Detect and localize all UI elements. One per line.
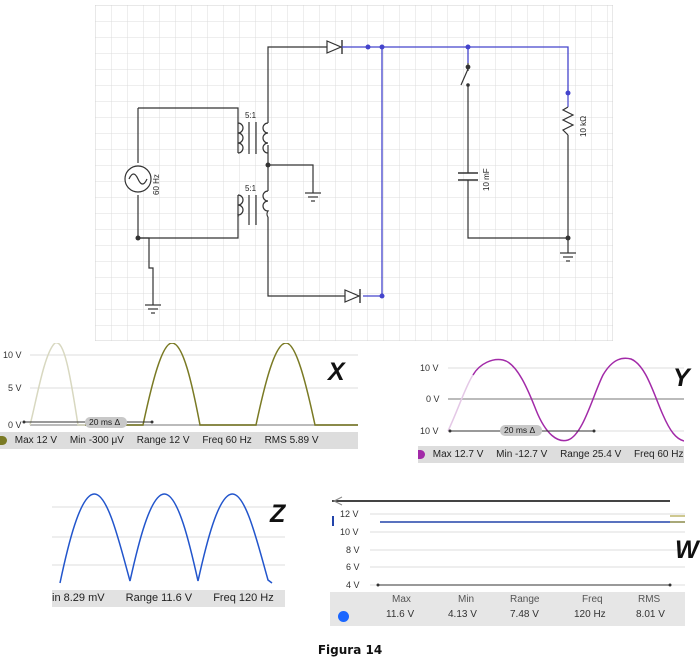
scope-w-value-0: 11.6 V <box>386 609 415 620</box>
scope-y-tick-2: 10 V <box>420 426 439 436</box>
scope-x-trace-fade <box>29 343 85 426</box>
transformer-top-ratio: 5:1 <box>245 111 257 120</box>
scope-y-dot <box>418 449 425 459</box>
scope-w-status-headers: Max Min Range Freq RMS <box>330 594 685 608</box>
scope-x-tick-2: 0 V <box>8 420 22 430</box>
diode-bottom-icon <box>341 289 361 303</box>
resistor-label: 10 kΩ <box>579 116 588 137</box>
scope-x-label: X <box>328 358 345 386</box>
scope-x-timebase: 20 ms Δ <box>89 417 121 427</box>
transformer-bottom-ratio: 5:1 <box>245 184 257 193</box>
scope-z-label: Z <box>270 500 286 528</box>
circuit-diagram: 60 Hz 5:1 5:1 10 mF 10 <box>95 5 613 341</box>
scope-w-tick-1: 10 V <box>340 527 359 537</box>
scope-w-value-4: 8.01 V <box>636 609 665 620</box>
grid-background <box>95 5 613 341</box>
resistor-icon <box>561 93 575 136</box>
transformer-top-icon <box>237 122 269 154</box>
scope-w-tick-0: 12 V <box>340 509 359 519</box>
ground-icon-center <box>305 192 321 202</box>
scope-y-timebase: 20 ms Δ <box>504 425 536 435</box>
scope-y-status-0: Max 12.7 V <box>432 449 484 460</box>
scope-w-status: Max Min Range Freq RMS 11.6 V 4.13 V 7.4… <box>330 592 685 626</box>
scope-y-trace <box>472 357 684 442</box>
capacitor-icon <box>458 172 478 187</box>
scope-w-header-0: Max <box>392 594 411 605</box>
scope-x-trace <box>85 343 358 426</box>
diode-top-icon <box>326 40 347 54</box>
scope-w-dot <box>338 611 349 622</box>
scope-w-value-2: 7.48 V <box>510 609 539 620</box>
scope-w-header-2: Range <box>510 594 540 605</box>
switch-icon <box>460 64 471 93</box>
scope-y-status-1: Min -12.7 V <box>496 449 548 460</box>
scope-x-status-0: Max 12 V <box>14 435 58 446</box>
scope-z-trace <box>59 493 273 584</box>
scope-w-tick-2: 8 V <box>346 545 360 555</box>
scope-w-header-1: Min <box>458 594 475 605</box>
scope-x-status-1: Min -300 μV <box>69 435 124 446</box>
scope-z-status-2: Freq 120 Hz <box>213 592 274 604</box>
ground-icon-right <box>560 252 576 262</box>
scope-z-status-1: Range 11.6 V <box>125 592 193 604</box>
figure-caption: Figura 14 <box>317 643 383 657</box>
source-label: 60 Hz <box>152 174 161 195</box>
scope-x-status: Max 12 V Min -300 μV Range 12 V Freq 60 … <box>0 432 358 449</box>
scope-x-status-3: Freq 60 Hz <box>202 435 252 446</box>
scope-x-plot: 10 V 5 V 0 V 20 ms Δ <box>3 343 358 430</box>
scope-x-tick-1: 5 V <box>8 383 22 393</box>
scope-y-status: Max 12.7 V Min -12.7 V Range 25.4 V Freq… <box>418 446 684 463</box>
ground-icon-left <box>145 304 161 314</box>
scope-y-trace-fade <box>447 374 474 432</box>
scope-y-label: Y <box>673 364 690 392</box>
scope-w-value-1: 4.13 V <box>448 609 477 620</box>
scope-y-status-2: Range 25.4 V <box>560 449 622 460</box>
scope-y-tick-1: 0 V <box>426 394 440 404</box>
scope-z-status: in 8.29 mV Range 11.6 V Freq 120 Hz <box>52 590 285 607</box>
scope-w-value-3: 120 Hz <box>574 609 606 620</box>
scope-w-tick-3: 6 V <box>346 562 360 572</box>
scope-z-status-0: in 8.29 mV <box>52 592 105 604</box>
scope-w-plot: 12 V 10 V 8 V 6 V 4 V <box>332 496 685 590</box>
scope-w-header-4: RMS <box>638 594 661 605</box>
scope-y-tick-0: 10 V <box>420 363 439 373</box>
scope-w-status-values: 11.6 V 4.13 V 7.48 V 120 Hz 8.01 V <box>330 609 685 623</box>
scope-x-dot <box>0 435 7 445</box>
scope-w-tick-4: 4 V <box>346 580 360 590</box>
scope-z-plot <box>52 493 285 584</box>
scope-x-status-4: RMS 5.89 V <box>264 435 319 446</box>
capacitor-label: 10 mF <box>482 168 491 191</box>
scope-w-label: W <box>675 536 699 564</box>
scope-w-header-3: Freq <box>582 594 603 605</box>
scope-x-tick-0: 10 V <box>3 350 22 360</box>
scope-x-status-2: Range 12 V <box>136 435 190 446</box>
ac-source-icon <box>124 165 152 193</box>
scope-y-plot: 10 V 0 V 10 V 20 ms Δ <box>420 357 684 442</box>
scope-y-status-3: Freq 60 Hz <box>634 449 684 460</box>
